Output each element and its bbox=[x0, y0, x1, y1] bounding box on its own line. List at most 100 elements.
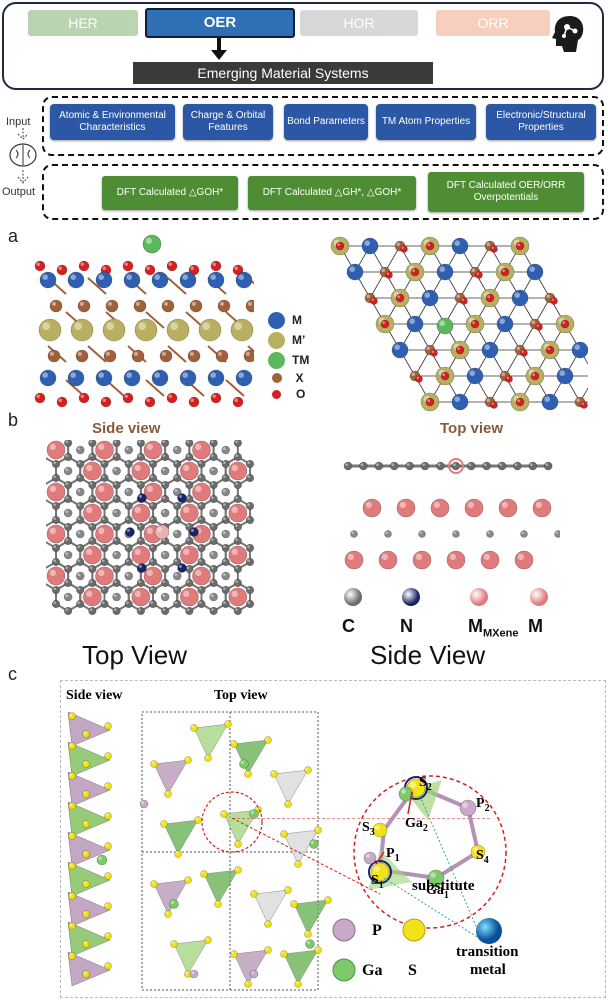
sulfur-atom bbox=[220, 810, 228, 818]
atom-highlight bbox=[168, 262, 172, 266]
output-overpotentials[interactable]: DFT Calculated OER/ORR Overpotentials bbox=[428, 172, 584, 212]
atom-highlight bbox=[65, 566, 69, 569]
atom-highlight bbox=[126, 274, 132, 280]
atom-highlight bbox=[245, 771, 248, 774]
atom-highlight bbox=[170, 900, 174, 904]
atom-highlight bbox=[138, 564, 142, 568]
carbon-atom bbox=[100, 599, 109, 609]
atom-highlight bbox=[174, 601, 178, 604]
carbon-atom bbox=[418, 530, 426, 538]
atom-highlight bbox=[105, 753, 108, 756]
legend-a-item: M’ bbox=[268, 330, 328, 350]
atom-highlight bbox=[65, 538, 69, 541]
bond bbox=[489, 375, 506, 403]
carbon-atom bbox=[233, 480, 242, 490]
output-goh[interactable]: DFT Calculated △GOH* bbox=[102, 176, 238, 210]
m-atom bbox=[556, 367, 574, 385]
sulfur-atom bbox=[82, 850, 90, 858]
legend-a-label: M’ bbox=[292, 333, 306, 347]
atom-highlight bbox=[223, 517, 226, 520]
feature-charge-orbital[interactable]: Charge & Orbital Features bbox=[183, 104, 273, 140]
atom-highlight bbox=[401, 246, 404, 249]
atom-highlight bbox=[345, 463, 348, 466]
atom-highlight bbox=[146, 398, 150, 402]
atom-highlight bbox=[65, 496, 69, 499]
atom-highlight bbox=[521, 350, 524, 353]
feature-bond[interactable]: Bond Parameters bbox=[284, 104, 368, 140]
atom-highlight bbox=[89, 440, 93, 443]
carbon-atom bbox=[497, 461, 507, 471]
tab-oer[interactable]: OER bbox=[145, 8, 295, 38]
carbon-atom bbox=[88, 452, 97, 462]
tm-atom bbox=[436, 317, 454, 335]
nitrogen-atom bbox=[177, 563, 187, 573]
atom-highlight bbox=[234, 398, 238, 402]
atom-highlight bbox=[210, 538, 214, 541]
atom-highlight bbox=[235, 524, 238, 527]
atom-highlight bbox=[126, 372, 132, 378]
carbon-atom bbox=[173, 459, 182, 469]
atom-highlight bbox=[222, 531, 226, 534]
atom-highlight bbox=[412, 269, 415, 272]
carbon-atom bbox=[374, 461, 384, 471]
carbon-atom bbox=[172, 571, 182, 581]
mxene-metal-atom bbox=[192, 440, 211, 460]
atom-highlight bbox=[77, 517, 81, 520]
oxygen-atom bbox=[470, 319, 480, 329]
oxygen-atom bbox=[425, 241, 435, 251]
atom-highlight bbox=[210, 510, 214, 513]
atom-highlight bbox=[366, 294, 370, 298]
tab-her[interactable]: HER bbox=[28, 10, 138, 36]
sulfur-atom bbox=[230, 950, 238, 958]
atom-highlight bbox=[195, 443, 202, 450]
mxene-metal-atom bbox=[95, 440, 114, 460]
legend-b-dot bbox=[530, 588, 548, 606]
m-atom bbox=[511, 289, 529, 307]
atom-highlight bbox=[245, 351, 250, 356]
oxygen-atom bbox=[475, 271, 483, 279]
tab-orr[interactable]: ORR bbox=[436, 10, 550, 36]
output-gh-goh[interactable]: DFT Calculated △GH*, △GOH* bbox=[248, 176, 416, 210]
m-atom bbox=[179, 271, 197, 289]
atom-highlight bbox=[146, 527, 153, 534]
m-atom bbox=[39, 271, 57, 289]
polyhedron bbox=[67, 891, 111, 927]
feature-tm-atom[interactable]: TM Atom Properties bbox=[376, 104, 476, 140]
atom-highlight bbox=[430, 872, 436, 878]
sulfur-atom bbox=[280, 950, 288, 958]
m-prime-atom bbox=[38, 318, 62, 342]
atom-highlight bbox=[80, 262, 84, 266]
mxene-metal-atom bbox=[95, 566, 114, 586]
atom-highlight bbox=[65, 468, 69, 471]
bond bbox=[87, 345, 107, 363]
m-atom bbox=[481, 341, 499, 359]
carbon-atom bbox=[148, 557, 158, 567]
polyhedron bbox=[153, 759, 189, 795]
carbon-atom bbox=[100, 557, 109, 567]
nitrogen-atom bbox=[189, 527, 199, 537]
carbon-atom bbox=[233, 536, 242, 546]
atom-highlight bbox=[105, 963, 108, 966]
atom-highlight bbox=[190, 528, 194, 532]
carbon-atom bbox=[88, 494, 97, 504]
sulfur-atom bbox=[82, 880, 90, 888]
carbon-atom bbox=[124, 599, 133, 609]
legend-s: S bbox=[408, 962, 417, 979]
feature-atomic[interactable]: Atomic & Environmental Characteristics bbox=[50, 104, 175, 140]
carbon-atom bbox=[233, 606, 242, 616]
atom-label-p1: P1 bbox=[386, 846, 400, 864]
oxygen-atom bbox=[100, 396, 112, 408]
carbon-atom bbox=[221, 557, 230, 567]
atom-highlight bbox=[36, 394, 40, 398]
feature-electronic[interactable]: Electronic/Structural Properties bbox=[486, 104, 596, 140]
sulfur-atom bbox=[68, 922, 76, 930]
carbon-atom bbox=[148, 501, 158, 511]
atom-highlight bbox=[235, 482, 238, 485]
sulfur-atom bbox=[264, 736, 272, 744]
carbon-atom bbox=[64, 494, 73, 504]
tab-hor[interactable]: HOR bbox=[300, 10, 418, 36]
atom-highlight bbox=[65, 454, 69, 457]
atom-highlight bbox=[531, 320, 535, 324]
gallium-atom bbox=[96, 854, 108, 866]
legend-b-label: MMXene bbox=[468, 616, 519, 640]
